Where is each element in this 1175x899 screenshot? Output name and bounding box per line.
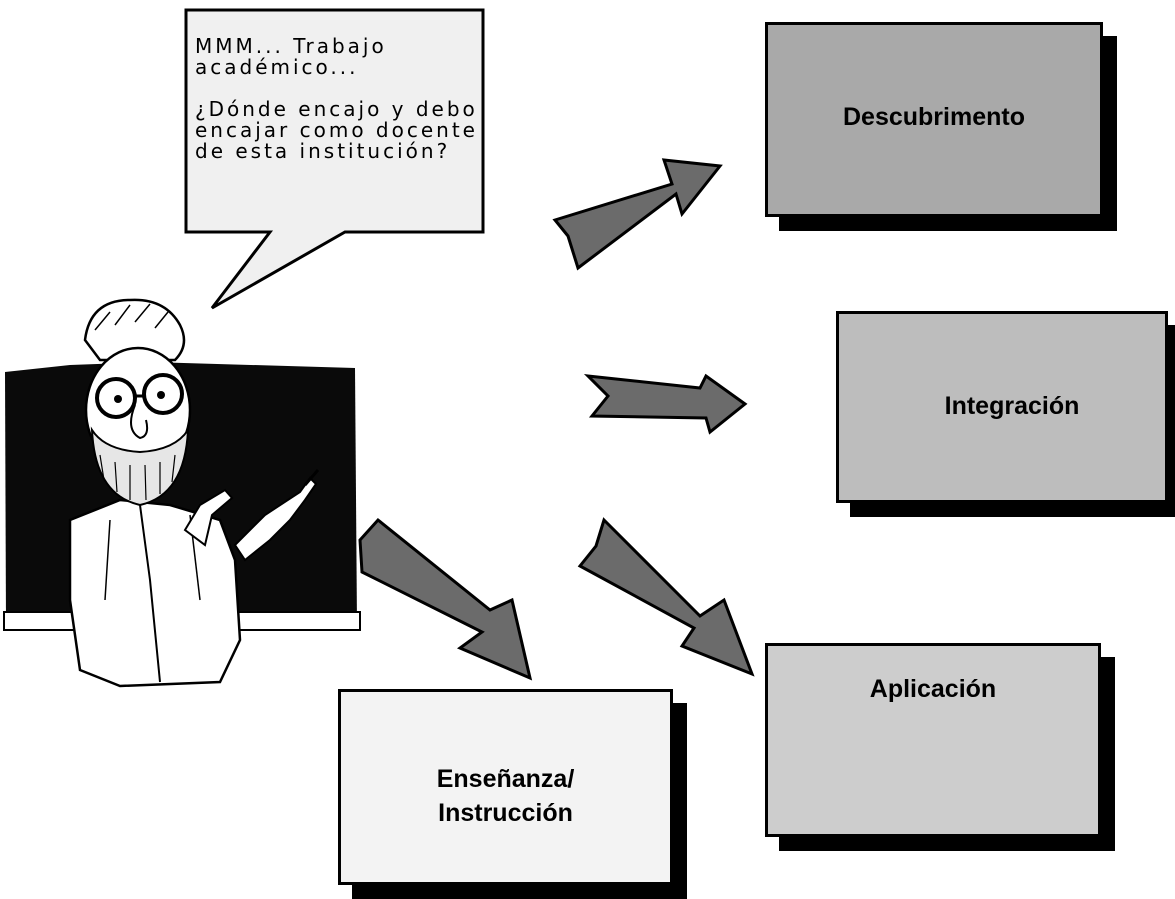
speech-bubble-text: MMM... Trabajo académico... ¿Dónde encaj…	[195, 36, 485, 183]
speech-line-2: ¿Dónde encajo y debo encajar como docent…	[195, 97, 478, 163]
speech-line-1: MMM... Trabajo académico...	[195, 34, 387, 79]
aplicacion-box: Aplicación	[765, 643, 1101, 837]
integracion-box: Integración	[836, 311, 1168, 503]
arrow-to-integracion-icon	[583, 373, 748, 435]
arrow-to-aplicacion-icon	[577, 517, 755, 677]
descubrimento-label: Descubrimento	[843, 102, 1025, 131]
teacher-illustration-icon	[3, 298, 361, 688]
integracion-label: Integración	[944, 392, 1080, 421]
ensenanza-box: Enseñanza/ Instrucción	[338, 689, 673, 885]
ensenanza-label: Enseñanza/ Instrucción	[436, 765, 575, 827]
arrow-to-descubrimento-icon	[552, 158, 723, 271]
descubrimento-box: Descubrimento	[765, 22, 1103, 217]
arrow-to-ensenanza-icon	[358, 517, 533, 681]
aplicacion-label: Aplicación	[869, 675, 997, 704]
speech-bubble	[184, 8, 485, 310]
